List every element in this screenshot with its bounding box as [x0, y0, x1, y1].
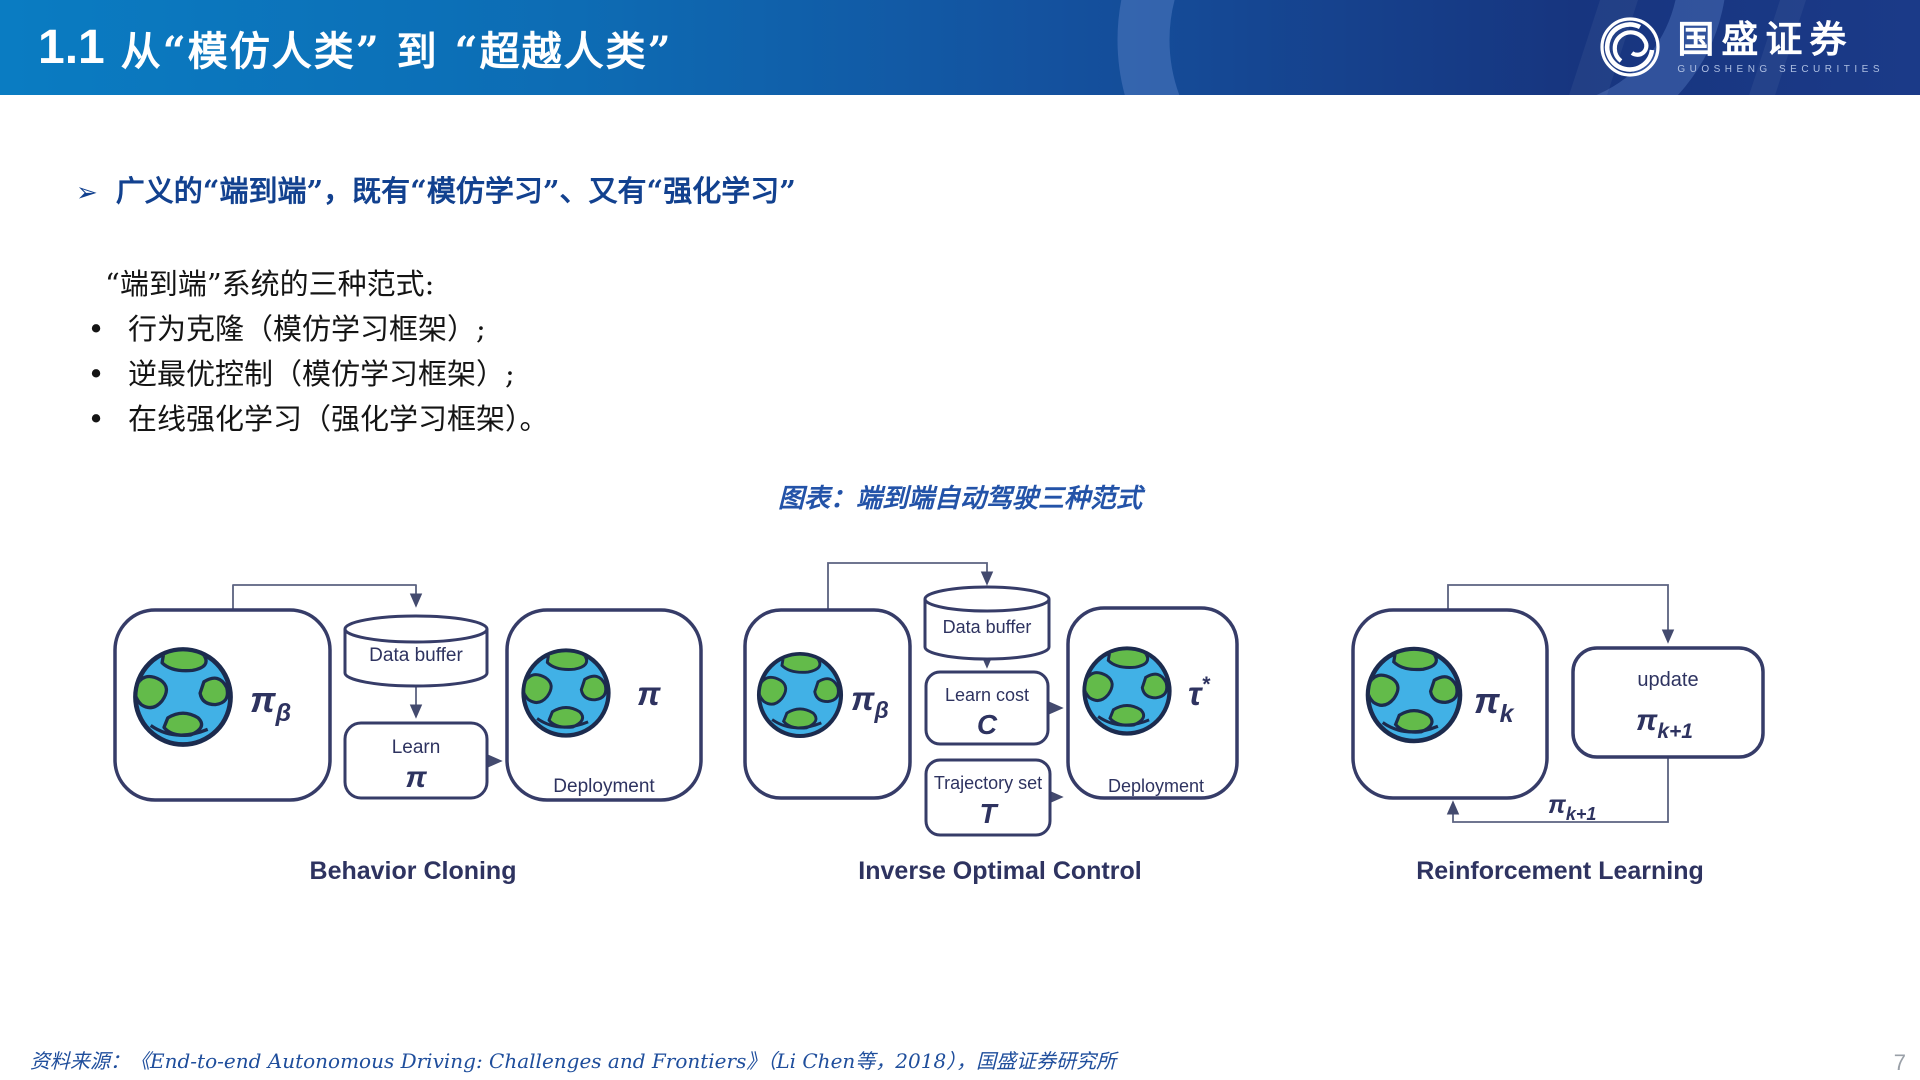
globe-icon	[1368, 647, 1460, 741]
bc-learn-box	[343, 721, 489, 800]
guosheng-logo-icon	[1600, 17, 1660, 77]
ioc-trajectory-set-box	[924, 758, 1052, 837]
bc-learn-label: Learn	[392, 737, 441, 758]
rl-title: Reinforcement Learning	[1416, 857, 1704, 885]
header-bar: 1.1 从“模仿人类” 到 “超越人类” 国盛证券 GUOSHENG SECUR…	[0, 0, 1920, 95]
rl-update-label: update	[1637, 669, 1698, 691]
rl-update-box	[1571, 646, 1765, 759]
list-item: • 在线强化学习（强化学习框架）。	[86, 397, 549, 442]
list-item: • 行为克隆（模仿学习框架）;	[86, 307, 549, 352]
paradigms-diagram: πβ Data buffer Learn π π Deployment Beha…	[113, 562, 1765, 885]
ioc-env-policy-symbol: πβ	[851, 680, 889, 723]
section-title: 从“模仿人类” 到 “超越人类”	[120, 27, 673, 75]
bc-env-policy-symbol: πβ	[250, 679, 291, 727]
bc-data-buffer-cylinder	[343, 629, 489, 688]
ioc-deploy-symbol: τ*	[1188, 673, 1211, 712]
bc-data-buffer-label: Data buffer	[369, 645, 463, 666]
ioc-deployment-label: Deployment	[1108, 776, 1204, 796]
globe-icon	[523, 649, 608, 736]
headline: ➢ 广义的“端到端”，既有“模仿学习”、又有“强化学习”	[76, 168, 796, 210]
ioc-learn-cost-symbol: C	[977, 709, 998, 740]
bc-deployment-label: Deployment	[553, 776, 655, 797]
source-note: 资料来源：《End-to-end Autonomous Driving: Cha…	[30, 1049, 1117, 1073]
brand-subtitle: GUOSHENG SECURITIES	[1677, 63, 1884, 75]
bullet-dot-icon: •	[87, 357, 105, 391]
reinforcement-learning-group: πk update πk+1 πk+1 Reinforcement Learni…	[1351, 584, 1765, 885]
rl-feedback-policy-symbol: πk+1	[1548, 791, 1596, 824]
arrow-bullet-icon: ➢	[76, 178, 98, 208]
brand-name: 国盛证券	[1677, 17, 1854, 62]
ioc-learn-cost-box	[924, 670, 1050, 746]
bc-learn-symbol: π	[405, 761, 427, 794]
list-item: • 逆最优控制（模仿学习框架）;	[86, 352, 549, 397]
list-item-text: 在线强化学习（强化学习框架）。	[128, 402, 549, 436]
headline-text: 广义的“端到端”，既有“模仿学习”、又有“强化学习”	[115, 174, 796, 208]
bullet-list: • 行为克隆（模仿学习框架）; • 逆最优控制（模仿学习框架）; • 在线强化学…	[86, 307, 549, 442]
inverse-optimal-control-group: πβ Data buffer Learn cost C Trajectory s…	[743, 562, 1239, 885]
bc-title: Behavior Cloning	[310, 857, 517, 885]
paragraph-title: “端到端”系统的三种范式:	[105, 267, 435, 301]
section-number: 1.1	[38, 21, 105, 74]
brand-logo: 国盛证券 GUOSHENG SECURITIES	[1597, 14, 1884, 80]
globe-icon	[1084, 647, 1169, 734]
page-title: 1.1 从“模仿人类” 到 “超越人类”	[38, 0, 673, 95]
ioc-title: Inverse Optimal Control	[858, 857, 1141, 885]
figure-caption: 图表：端到端自动驾驶三种范式	[777, 484, 1142, 514]
rl-env-policy-symbol: πk	[1474, 680, 1515, 728]
list-item-text: 逆最优控制（模仿学习框架）;	[128, 357, 515, 391]
globe-icon	[759, 652, 841, 736]
bc-deploy-policy-symbol: π	[637, 675, 661, 712]
behavior-cloning-group: πβ Data buffer Learn π π Deployment Beha…	[113, 584, 703, 885]
ioc-data-buffer-cylinder	[923, 599, 1051, 661]
bullet-dot-icon: •	[87, 312, 105, 346]
ioc-data-buffer-label: Data buffer	[943, 617, 1032, 637]
list-item-text: 行为克隆（模仿学习框架）;	[128, 312, 486, 346]
globe-icon	[135, 647, 230, 744]
ioc-trajectory-label: Trajectory set	[934, 773, 1042, 793]
bullet-dot-icon: •	[87, 402, 105, 436]
ioc-trajectory-symbol: T	[979, 798, 999, 829]
page-number: 7	[1893, 1050, 1906, 1075]
ioc-learn-cost-label: Learn cost	[945, 685, 1029, 705]
rl-update-policy-symbol: πk+1	[1636, 704, 1693, 743]
